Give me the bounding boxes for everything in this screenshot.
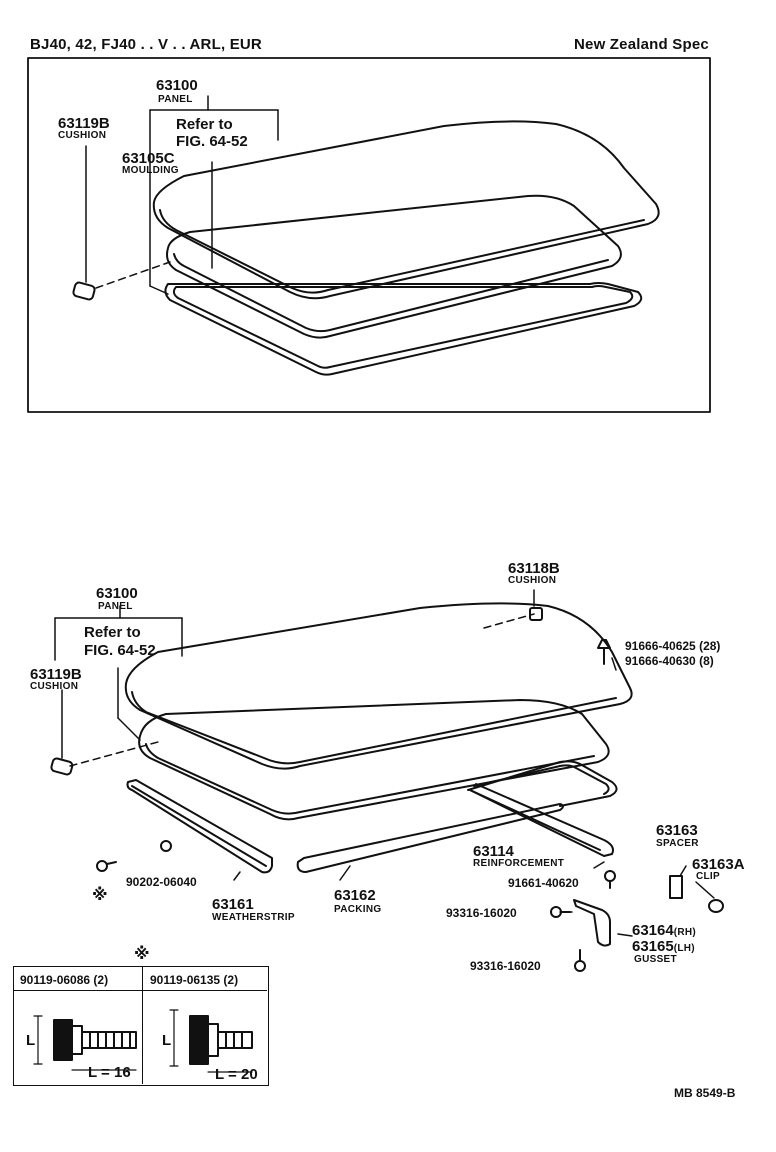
gusset-name: GUSSET <box>634 954 677 965</box>
reinforcement-name: REINFORCEMENT <box>473 858 565 869</box>
reinforcement-number: 63114 <box>473 843 514 860</box>
bolt-b-label: 91666-40630 (8) <box>625 654 714 668</box>
top-cushion-part <box>72 281 96 301</box>
diagram-code: MB 8549-B <box>674 1086 736 1100</box>
top-main-panel <box>152 120 660 300</box>
weatherstrip-number: 63161 <box>212 896 254 913</box>
top-refer-line1: Refer to <box>176 116 233 133</box>
reinforcement-bolt-part <box>604 870 616 889</box>
top-right-cushion-part <box>529 607 543 621</box>
top-right-cushion-name: CUSHION <box>508 575 557 586</box>
table-asterisk: ※ <box>134 946 150 963</box>
lower-screw-part <box>574 949 586 972</box>
gusset-rh-number: 63164(RH) <box>632 922 697 939</box>
upper-screw-label: 93316-16020 <box>446 906 517 920</box>
bottom-main-panel <box>124 602 633 770</box>
bottom-cushion-name: CUSHION <box>30 681 79 692</box>
bottom-panel-number: 63100 <box>96 585 138 602</box>
dim-label-1: L <box>26 1032 36 1049</box>
bolt-part-1: 90119-06086 (2) <box>20 973 109 987</box>
bottom-cushion-part <box>50 757 74 776</box>
bottom-inner-panel <box>138 699 610 821</box>
spec-header: New Zealand Spec <box>574 36 709 53</box>
top-panel-name: PANEL <box>158 94 193 105</box>
clip-part <box>708 899 724 913</box>
bolt-table-drawing-1 <box>33 1015 137 1071</box>
top-right-cushion-number: 63118B <box>508 560 560 577</box>
top-refer-line2: FIG. 64-52 <box>176 133 248 150</box>
bottom-refer-line1: Refer to <box>84 624 141 641</box>
bolt-length-1: L = 16 <box>88 1064 131 1081</box>
model-header: BJ40, 42, FJ40 . . V . . ARL, EUR <box>30 36 262 53</box>
gusset-lh-number: 63165(LH) <box>632 938 695 955</box>
top-leaders <box>85 95 279 295</box>
top-inner-panel <box>166 194 622 339</box>
weatherstrip-name: WEATHERSTRIP <box>212 912 295 923</box>
bolt-table-drawing-2 <box>169 1009 253 1073</box>
bolt-table <box>13 966 269 1086</box>
packing-number: 63162 <box>334 887 376 904</box>
bolt-table-divider <box>142 966 143 1084</box>
reinforcement-bolt-label: 91661-40620 <box>508 876 579 890</box>
bolt-length-2: L = 20 <box>215 1066 258 1083</box>
top-cushion-number: 63119B <box>58 115 110 132</box>
upper-screw-part <box>550 906 571 918</box>
packing-strip <box>296 803 564 873</box>
washer-part <box>160 840 172 852</box>
asterisk-bolt-part <box>96 860 117 872</box>
spacer-number: 63163 <box>656 822 698 839</box>
moulding-number: 63105C <box>122 150 175 167</box>
top-frame <box>27 57 711 413</box>
bolt-table-header-row <box>13 966 267 991</box>
packing-name: PACKING <box>334 904 382 915</box>
moulding-name: MOULDING <box>122 165 179 176</box>
bottom-panel-name: PANEL <box>98 601 133 612</box>
washer-label: 90202-06040 <box>126 875 197 889</box>
bottom-refer-line2: FIG. 64-52 <box>84 642 156 659</box>
spacer-name: SPACER <box>656 838 699 849</box>
lower-screw-label: 93316-16020 <box>470 959 541 973</box>
top-cushion-name: CUSHION <box>58 130 107 141</box>
asterisk-mark: ※ <box>92 887 108 904</box>
bottom-leaders <box>54 589 715 937</box>
bolt-part-2: 90119-06135 (2) <box>150 973 239 987</box>
dim-label-2: L <box>162 1032 172 1049</box>
bottom-cushion-number: 63119B <box>30 666 82 683</box>
top-panel-number: 63100 <box>156 77 198 94</box>
weatherstrip-part <box>126 779 273 874</box>
spacer-part <box>669 875 683 899</box>
bolt-a-label: 91666-40625 (28) <box>625 639 721 653</box>
top-moulding-ring <box>164 282 643 376</box>
reinforcement-rail <box>469 783 614 857</box>
gusset-part <box>573 899 611 947</box>
clip-number: 63163A <box>692 856 745 873</box>
clip-name: CLIP <box>696 871 720 882</box>
roof-bolt-part <box>597 639 611 665</box>
